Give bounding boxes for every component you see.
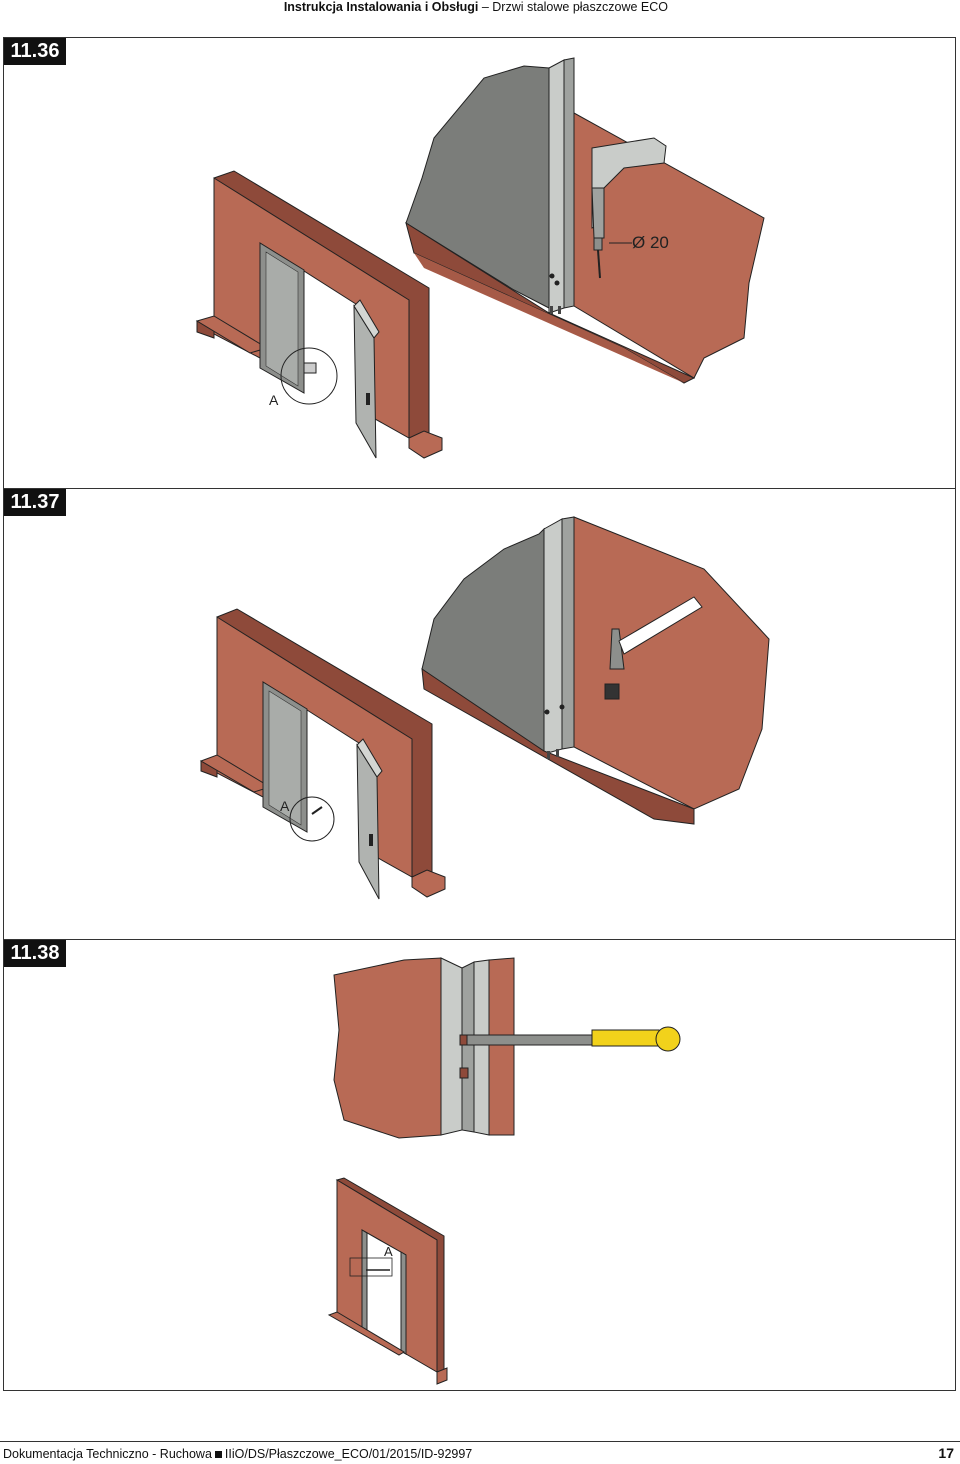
figure-number: 11.36 xyxy=(4,38,66,65)
figure-panel-11-38: 11.38 A xyxy=(3,939,956,1391)
screwing-illustration: A xyxy=(327,957,681,1385)
drilling-illustration: A Ø 20 xyxy=(195,57,765,459)
detail-anchoring xyxy=(421,516,770,825)
header-title-rest: Drzwi stalowe płaszczowe ECO xyxy=(492,0,668,14)
figure-panel-11-37: 11.37 A xyxy=(3,488,956,940)
detail-label-a: A xyxy=(280,798,290,814)
figure-number: 11.37 xyxy=(4,489,66,516)
figure-panel-11-36: 11.36 A xyxy=(3,37,956,489)
detail-screwing xyxy=(333,957,681,1139)
separator-square-icon xyxy=(214,1450,222,1458)
figure-number: 11.38 xyxy=(4,940,66,967)
detail-drilling: Ø 20 xyxy=(405,57,765,384)
footer-doc-left: Dokumentacja Techniczno - Ruchowa xyxy=(3,1447,212,1461)
page-header: Instrukcja Instalowania i Obsługi – Drzw… xyxy=(0,0,960,18)
wall-frame-overview: A xyxy=(195,170,443,459)
header-title-bold: Instrukcja Instalowania i Obsługi xyxy=(283,0,479,14)
footer-doc-info: Dokumentacja Techniczno - Ruchowa IIiO/DS… xyxy=(3,1447,472,1461)
detail-label-a: A xyxy=(269,392,279,408)
page-number: 17 xyxy=(938,1445,954,1461)
wall-frame-overview: A xyxy=(199,608,446,900)
header-title-line: Instrukcja Instalowania i Obsługi – Drzw… xyxy=(284,0,668,14)
header-separator: – xyxy=(481,0,489,14)
wall-frame-overview: A xyxy=(327,1177,448,1385)
anchoring-illustration: A xyxy=(199,516,770,900)
detail-label-a: A xyxy=(384,1244,393,1259)
footer-doc-right: IIiO/DS/Płaszczowe_ECO/01/2015/ID-92997 xyxy=(224,1447,473,1461)
page-footer: Dokumentacja Techniczno - Ruchowa IIiO/DS… xyxy=(0,1441,960,1464)
dimension-label: Ø 20 xyxy=(632,233,669,252)
